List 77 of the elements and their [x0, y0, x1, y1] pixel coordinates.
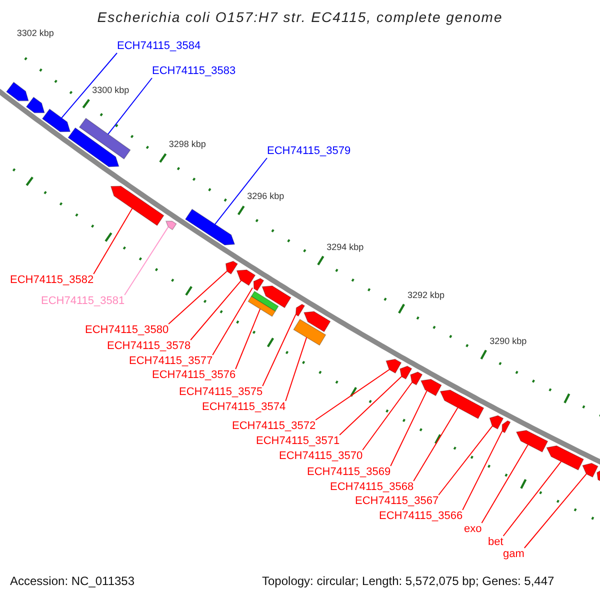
gene-label: gam — [503, 548, 524, 561]
diagram-title: Escherichia coli O157:H7 str. EC4115, complete genome — [96, 9, 504, 25]
leader-line — [190, 280, 242, 340]
gene-feature — [295, 304, 306, 317]
scale-label: 3298 kbp — [168, 138, 206, 152]
gene-feature — [184, 208, 236, 246]
gene-feature — [596, 468, 600, 482]
gene-feature — [68, 127, 120, 168]
gene-feature — [253, 278, 264, 292]
leader-line — [413, 407, 458, 482]
leader-line — [61, 52, 118, 118]
leader-line — [438, 426, 493, 496]
gene-feature — [26, 96, 45, 114]
gene-label: ECH74115_3575 — [179, 386, 263, 399]
leader-line — [315, 369, 390, 420]
gene-label: ECH74115_3566 — [379, 510, 463, 523]
gene-label: ECH74115_3580 — [85, 324, 169, 337]
gene-label: ECH74115_3571 — [256, 435, 340, 448]
gene-feature — [6, 82, 29, 102]
gene-feature — [516, 430, 548, 453]
gene-label: ECH74115_3577 — [129, 355, 213, 368]
gene-feature — [410, 372, 423, 386]
gene-label: ECH74115_3581 — [41, 295, 125, 308]
gene-label: bet — [488, 536, 504, 549]
gene-feature — [489, 415, 504, 430]
gene-feature — [440, 390, 484, 420]
leader-line — [168, 270, 228, 324]
gene-feature — [78, 118, 131, 160]
gene-feature — [420, 378, 442, 396]
gene-feature — [225, 260, 238, 275]
gene-feature — [293, 318, 326, 346]
scale-label: 3290 kbp — [490, 334, 527, 348]
genome-summary-text: Topology: circular; Length: 5,572,075 bp; Genes: 5,447 — [262, 575, 554, 588]
leader-line — [502, 461, 562, 536]
gene-feature — [386, 358, 402, 374]
scale-label: 3300 kbp — [92, 84, 130, 97]
leader-line — [390, 390, 428, 466]
gene-label: ECH74115_3576 — [152, 369, 236, 382]
gene-feature — [400, 366, 412, 380]
gene-label: ECH74115_3578 — [107, 340, 191, 353]
gene-label: ECH74115_3579 — [267, 145, 351, 158]
accession-text: Accession: NC_011353 — [10, 575, 135, 588]
gene-label: exo — [464, 523, 482, 536]
gene-feature — [262, 286, 292, 308]
gene-feature — [248, 296, 276, 317]
gene-label: ECH74115_3567 — [355, 495, 439, 508]
gene-label: ECH74115_3568 — [330, 481, 414, 494]
leader-line — [481, 444, 528, 524]
leader-line — [339, 376, 402, 436]
leader-line — [285, 336, 308, 402]
gene-feature — [546, 445, 584, 471]
scale-label: 3292 kbp — [408, 288, 445, 302]
leader-line — [108, 78, 152, 135]
gene-feature — [110, 186, 164, 226]
gene-label: ECH74115_3569 — [307, 466, 391, 479]
scale-label: 3302 kbp — [16, 27, 54, 40]
leader-line — [462, 430, 503, 510]
leader-line — [262, 314, 296, 386]
gene-label: ECH74115_3583 — [152, 65, 236, 78]
scale-label: 3296 kbp — [247, 190, 284, 204]
gene-feature — [502, 420, 511, 434]
leader-line — [124, 226, 169, 296]
leader-line — [524, 474, 587, 548]
gene-label: ECH74115_3570 — [279, 450, 363, 463]
leader-line — [212, 287, 254, 356]
gene-feature — [303, 311, 331, 332]
gene-label: ECH74115_3574 — [202, 401, 286, 414]
scale-label: 3294 kbp — [326, 240, 364, 254]
leader-line — [93, 208, 133, 274]
gene-label: ECH74115_3582 — [10, 274, 94, 287]
gene-label: ECH74115_3572 — [232, 420, 316, 433]
gene-label: ECH74115_3584 — [117, 40, 201, 53]
leader-line — [362, 382, 412, 450]
gene-feature — [42, 108, 71, 132]
leader-line — [235, 308, 261, 370]
leader-line — [214, 158, 268, 225]
gene-feature — [165, 220, 177, 230]
